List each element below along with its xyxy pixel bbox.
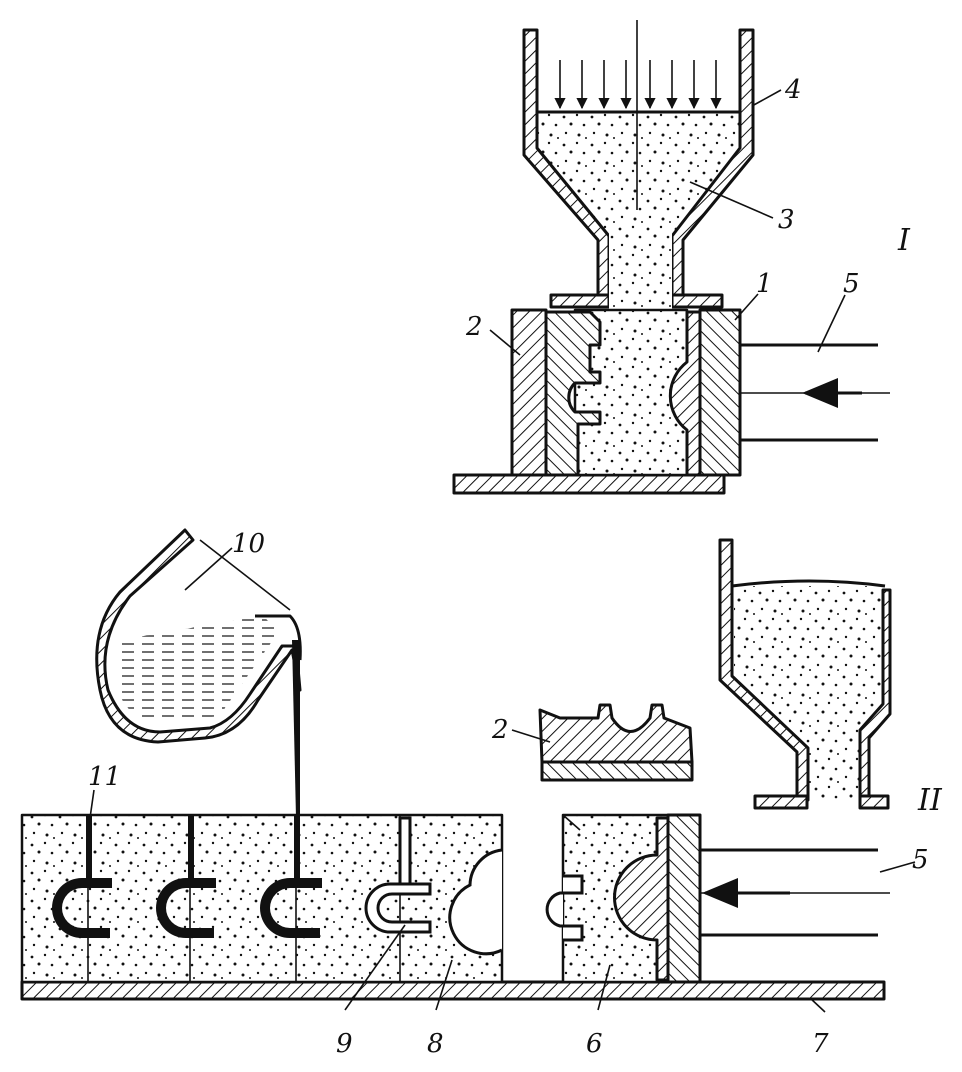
hopper-sand-stage-2 xyxy=(734,586,885,800)
label-5-bottom: 5 xyxy=(912,845,929,875)
ladle-liquid xyxy=(115,616,280,722)
poured-casting-1 xyxy=(52,815,112,938)
label-11: 11 xyxy=(88,762,121,792)
poured-casting-2 xyxy=(156,815,216,938)
mold-block-6-cavity xyxy=(545,874,584,942)
label-7: 7 xyxy=(812,1029,829,1059)
hopper-flange-stage-2-right xyxy=(858,794,890,810)
label-2-mid: 2 xyxy=(491,715,509,745)
pattern-plate-2-outer xyxy=(510,308,548,477)
labels: 4 3 I 1 5 2 10 2 11 II 5 9 8 6 7 xyxy=(88,75,943,1059)
hopper-flange-stage-2-left xyxy=(753,794,809,810)
label-10: 10 xyxy=(232,529,265,559)
stage-1-assembly xyxy=(452,20,890,495)
base-plate-stage-1 xyxy=(452,473,726,495)
label-6: 6 xyxy=(586,1029,603,1059)
squeeze-cylinder-5-stage-2 xyxy=(700,848,878,937)
leader-lines xyxy=(89,89,916,1013)
sand-surface-stage-2 xyxy=(731,579,886,588)
label-5-top: 5 xyxy=(843,269,860,299)
hopper-flange-left xyxy=(549,293,611,309)
hopper-sand-3 xyxy=(535,112,742,300)
poured-casting-3 xyxy=(260,815,322,938)
label-2-top: 2 xyxy=(465,312,483,342)
pouring-ladle-10 xyxy=(95,528,302,818)
pattern-plate-1-inner xyxy=(668,310,702,477)
stage-label-1: I xyxy=(897,223,911,258)
hopper-throat-sand xyxy=(609,232,672,312)
pattern-plate-2-inner xyxy=(544,310,602,477)
stage-label-2: II xyxy=(917,783,943,818)
squeeze-cylinder-5-stage-1 xyxy=(740,343,878,442)
pattern-plate-1-outer xyxy=(698,308,742,477)
label-1: 1 xyxy=(756,269,773,299)
label-3: 3 xyxy=(778,205,795,235)
label-4: 4 xyxy=(784,75,802,105)
metal-stream xyxy=(292,640,300,818)
mold-block-8-impression xyxy=(448,848,503,956)
air-pressure-arrows xyxy=(554,60,722,110)
conveyor-plate-7 xyxy=(20,980,886,1001)
squeeze-head-stage-2 xyxy=(666,813,702,984)
stage-2-hopper xyxy=(718,538,892,810)
pattern-plate-1-stage-2 xyxy=(613,816,672,982)
hopper-flange-right xyxy=(670,293,724,309)
stage-2-conveyor xyxy=(20,813,890,1001)
empty-mold-cavity-9 xyxy=(364,816,432,934)
pattern-plate-2-removed xyxy=(538,703,694,782)
label-9: 9 xyxy=(336,1029,353,1059)
label-8: 8 xyxy=(427,1029,444,1059)
ladle-spout xyxy=(255,614,302,661)
